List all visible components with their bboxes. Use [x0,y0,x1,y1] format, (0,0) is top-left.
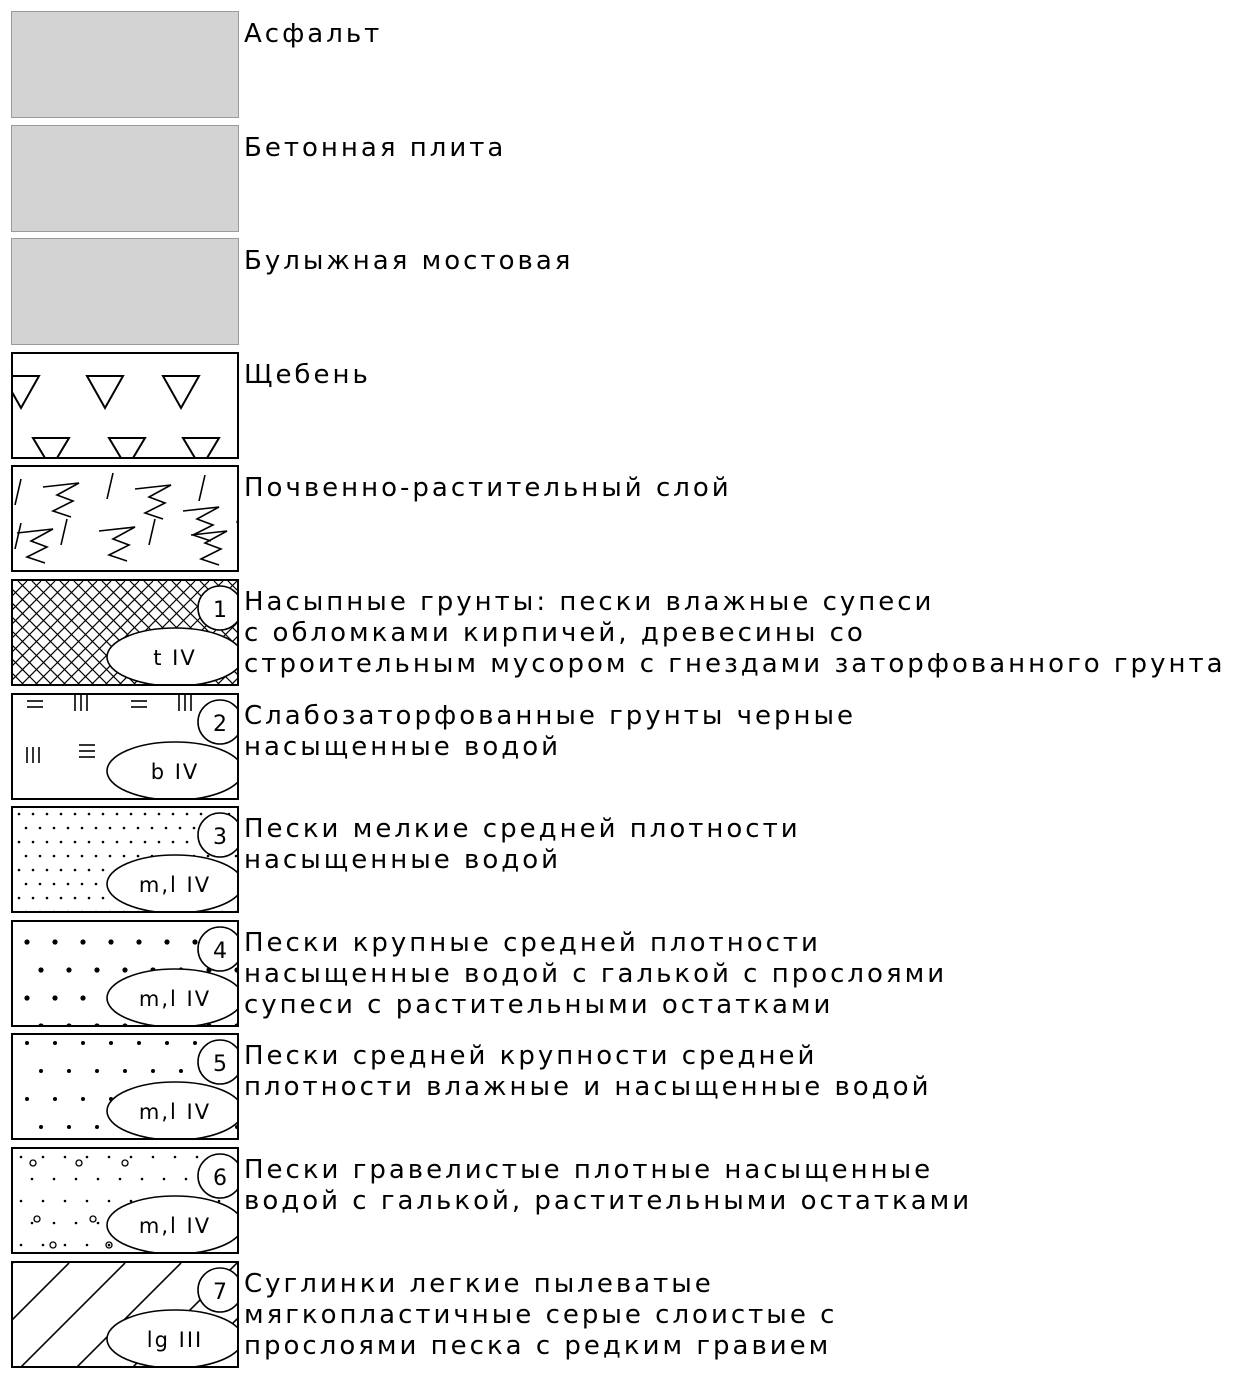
layer-description: Асфальт [244,19,1236,50]
legend-row: Щебень [0,351,1236,466]
pattern-swatch-concrete-slab [11,124,239,232]
pattern-swatch-crosshatch: 1 t IV [11,579,239,686]
legend-row: Почвенно-растительный слой [0,465,1236,579]
age-index-ellipse [106,968,237,1025]
layer-number-circle [197,926,237,972]
description-line: строительным мусором с гнездами заторфов… [244,649,1226,679]
layer-description: Щебень [244,360,1236,391]
age-index: t IV [153,646,196,670]
pattern-swatch-cobblestone [11,238,239,346]
layer-description: Бетонная плита [244,133,1236,164]
hatch-pattern: 1 t IV [13,581,237,684]
description-line: плотности влажные и насыщенные водой [244,1072,932,1103]
description-line: Пески мелкие средней плотности [244,814,801,845]
pattern-swatch-topsoil-squiggles [11,465,239,573]
description-line: Пески крупные средней плотности [244,927,821,958]
pattern-swatch-asphalt [11,11,239,118]
age-index-ellipse [106,740,237,798]
layer-number: 5 [213,1052,227,1077]
description-line: Бетонная плита [244,132,507,163]
description-line: насыщенные водой [244,731,562,762]
layer-number: 3 [213,825,227,850]
age-index-ellipse [106,854,237,912]
layer-description: Булыжная мостовая [244,246,1236,277]
description-line: Почвенно-растительный слой [244,473,732,504]
legend-row: Бетонная плита [0,124,1236,239]
age-index: b IV [151,760,200,784]
age-index: lg III [147,1328,203,1352]
description-line: Щебень [244,359,371,390]
layer-number-circle [197,1153,237,1199]
hatch-pattern: 5m,l IV [25,1039,237,1139]
age-index-ellipse [106,627,237,684]
layer-number-circle [197,1266,237,1313]
hatch-pattern: 2 b IV [26,694,237,798]
description-line: насыщенные водой [244,845,562,876]
layer-number-circle [197,698,237,745]
pattern-swatch-crushed-stone-triangles [11,351,239,459]
layer-number: 7 [213,1280,227,1305]
description-line: Слабозаторфованные грунты черные [244,700,857,731]
description-line: Суглинки легкие пылеватые [244,1268,714,1299]
legend-row: Асфальт [0,11,1236,125]
layer-number-circle [197,1039,237,1086]
description-line: мягкопластичные серые слоистые с [244,1299,838,1330]
description-line: Булыжная мостовая [244,246,574,277]
age-index: m,l IV [139,1100,211,1124]
age-index-ellipse [106,1081,237,1139]
description-line: Пески средней крупности средней [244,1041,818,1072]
layer-description: Почвенно-растительный слой [244,473,1236,504]
description-line: Насыпные грунты: пески влажные супеси [244,587,935,617]
description-line: с обломками кирпичей, древесины со [244,618,866,648]
hatch-pattern: 6m,l IV [19,1153,237,1252]
layer-number: 1 [213,598,227,623]
layer-number-circle [197,812,237,858]
hatch-pattern: 3m,l IV [17,812,237,912]
age-index-ellipse [106,1308,237,1366]
layer-number: 4 [213,939,227,964]
description-line: насыщенные водой с галькой с прослоями [244,958,948,989]
description-line: Пески гравелистые плотные насыщенные [244,1155,934,1185]
layer-number: 2 [213,712,227,737]
hatch-pattern [13,374,221,457]
description-line: Асфальт [244,19,383,49]
hatch-pattern [14,473,237,567]
age-index-ellipse [106,1195,237,1252]
age-index: m,l IV [139,873,211,897]
hatch-pattern: 4m,l IV [24,926,237,1025]
pattern-swatch-diagonal-lines: 7 lg III [11,1260,239,1368]
hatch-pattern: 7 lg III [13,1262,237,1366]
description-line: водой с галькой, растительными остатками [244,1186,973,1216]
pattern-swatch-peat-marks: 2 b IV [11,692,239,800]
description-line: прослоями песка с редким гравием [244,1330,832,1361]
legend-row: Булыжная мостовая [0,238,1236,352]
description-line: супеси с растительными остатками [244,989,834,1020]
legend-row: 1 t IV Насыпные грунты: пески влажные супе… [0,579,1236,693]
layer-number-circle [197,585,237,631]
age-index: m,l IV [139,1214,211,1238]
layer-number: 6 [213,1166,227,1191]
age-index: m,l IV [139,987,211,1011]
